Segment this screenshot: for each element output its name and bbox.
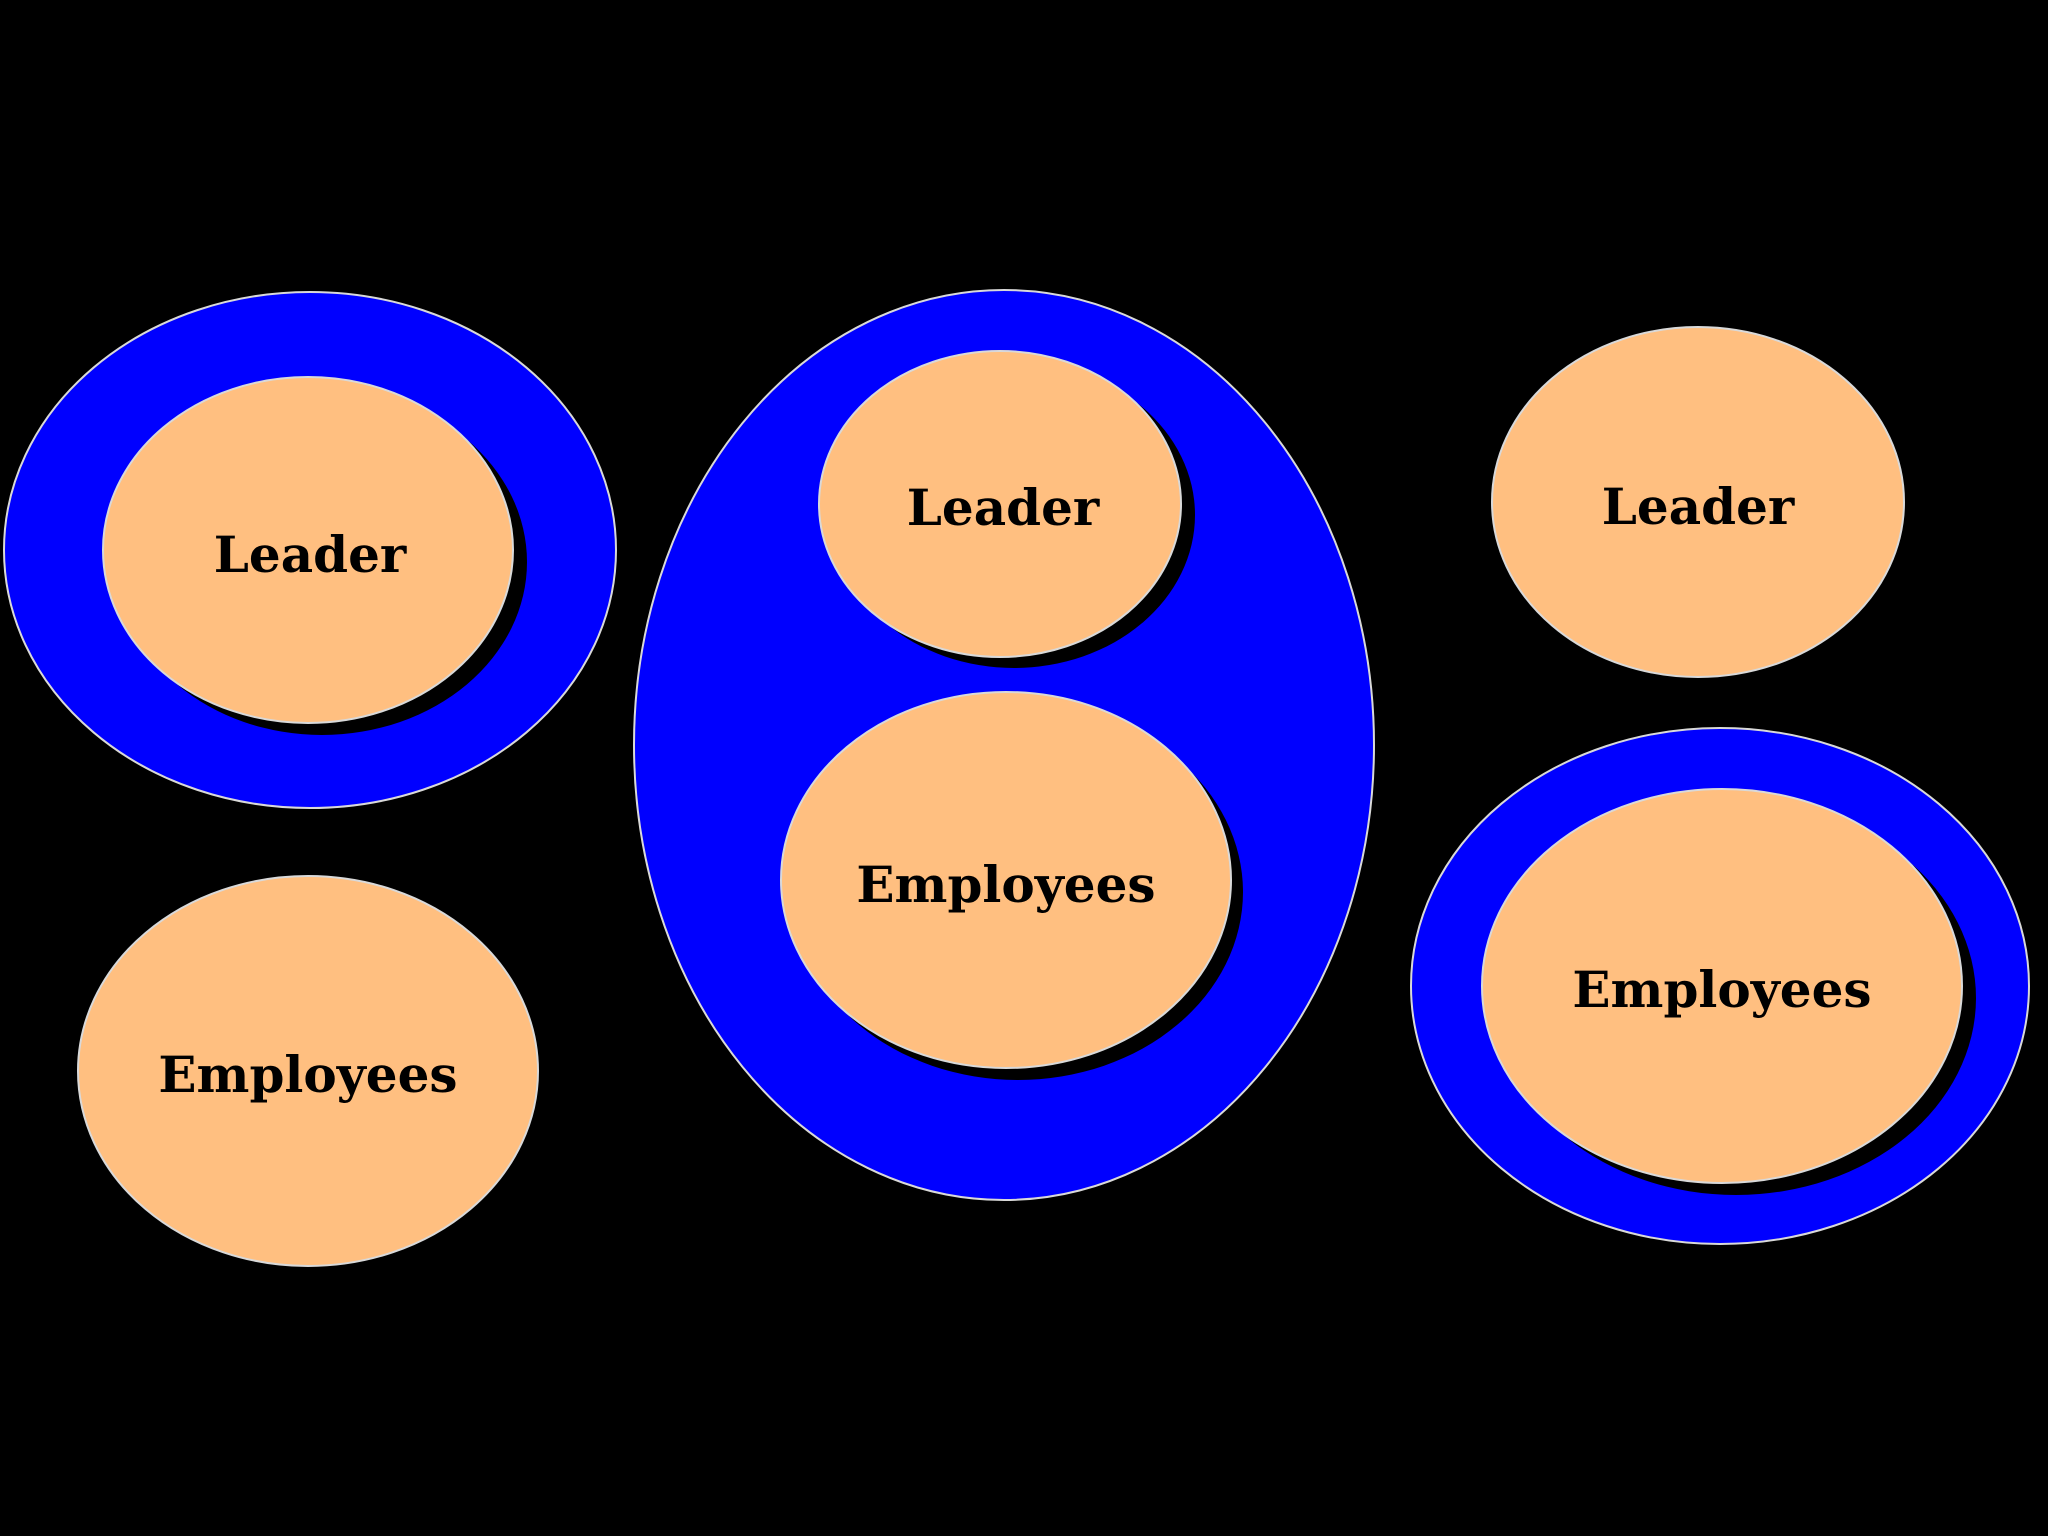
group-2: Leader Employees: [633, 289, 1375, 1201]
group-3: Leader Employees: [1410, 326, 2030, 1245]
group-3-leader-node: [1491, 326, 1905, 678]
group-1-employees-node: [77, 875, 539, 1267]
group-3-employees-label: Employees: [1572, 960, 1871, 1019]
group-3-employees-node: [1481, 788, 1963, 1184]
group-2-leader-label: Leader: [907, 478, 1100, 537]
group-1-leader-label: Leader: [214, 525, 407, 584]
group-2-employees-label: Employees: [856, 855, 1155, 914]
group-1-employees-label: Employees: [158, 1045, 457, 1104]
group-3-leader-label: Leader: [1602, 477, 1795, 536]
group-1-leader-node: [102, 376, 514, 724]
group-2-leader-node: [818, 350, 1182, 658]
group-1: Leader Employees: [3, 291, 617, 1267]
group-2-employees-node: [780, 691, 1232, 1069]
